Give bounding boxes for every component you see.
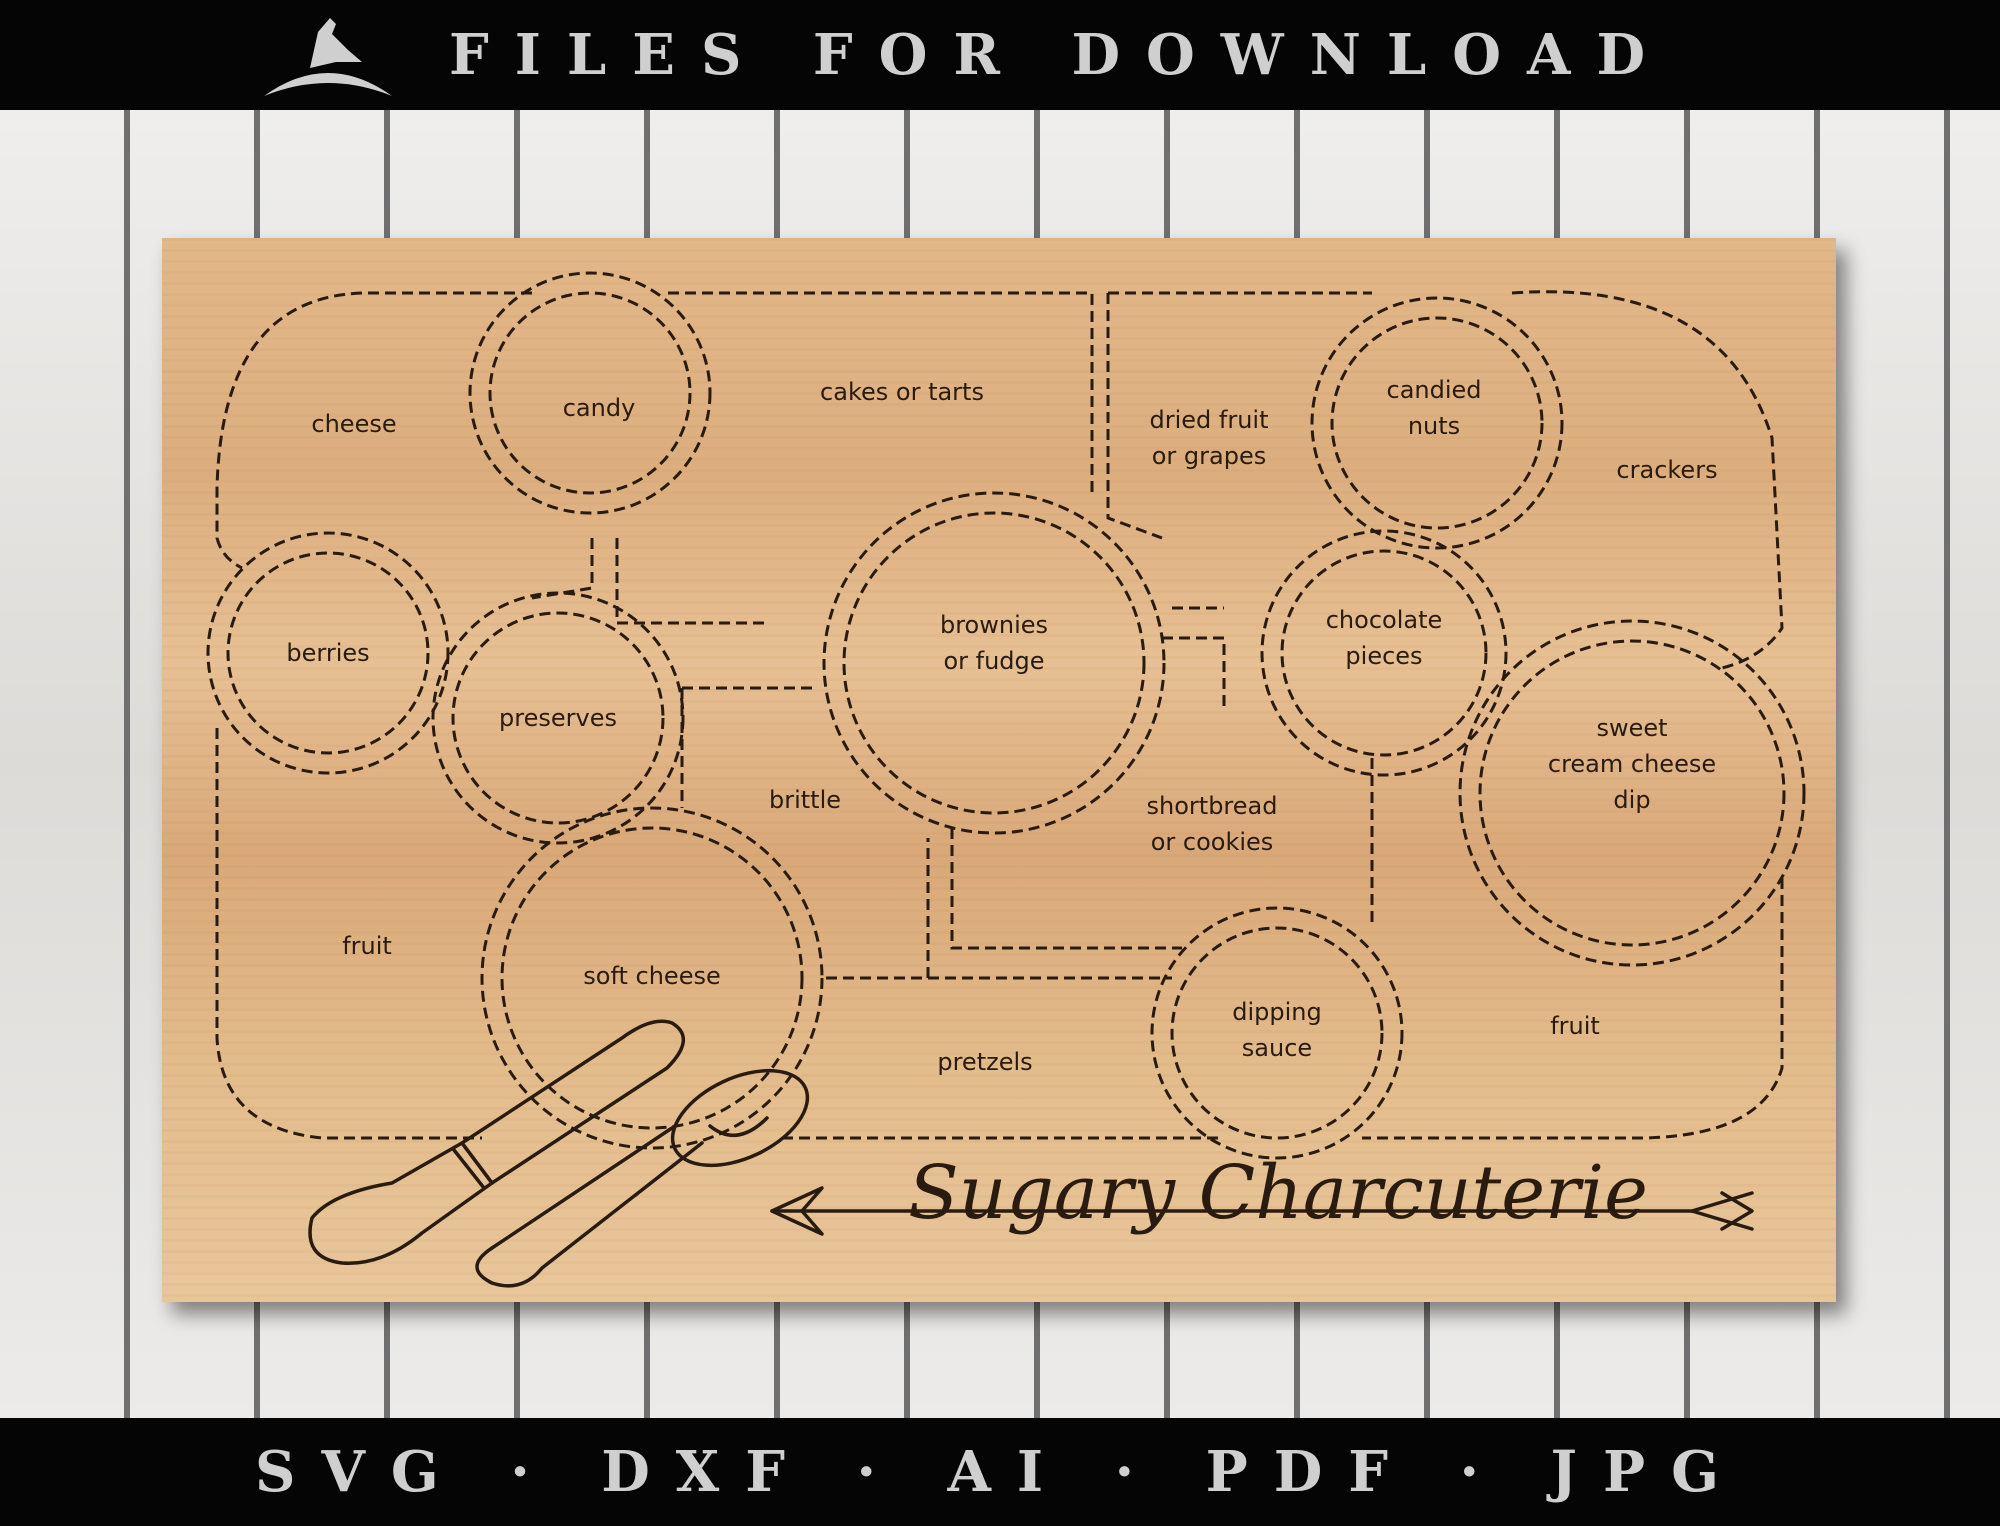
circle-candy [468, 271, 712, 515]
label-cakes-or-tarts: cakes or tarts [820, 378, 984, 406]
spoon-icon [475, 1068, 810, 1288]
circle-soft-cheese [480, 806, 824, 1150]
label-candy: candy [562, 394, 636, 422]
arrow-icon [770, 1186, 1754, 1236]
label-brittle: brittle [768, 786, 842, 814]
circle-chocolate [1260, 529, 1508, 777]
file-formats: SVG · DXF · AI · PDF · JPG [255, 1439, 1745, 1505]
label-dried-fruit: dried fruit or grapes [1149, 406, 1269, 470]
circle-dipping-sauce [1150, 906, 1404, 1160]
label-fruit-right: fruit [1550, 1012, 1600, 1040]
label-crackers: crackers [1616, 456, 1718, 484]
outline-cheese [215, 291, 532, 570]
knife-icon [308, 1019, 685, 1265]
label-fruit-left: fruit [342, 932, 392, 960]
outline-brittle [680, 686, 930, 980]
circle-preserves [431, 591, 685, 845]
outline-shortbread [950, 758, 1374, 950]
label-shortbread: shortbread or cookies [1146, 792, 1278, 856]
bird-on-arc-icon [264, 18, 392, 96]
label-preserves: preserves [499, 704, 617, 732]
outline-dried-fruit [1106, 291, 1372, 540]
label-soft-cheese: soft cheese [583, 962, 721, 990]
header-banner: FILES FOR DOWNLOAD [0, 0, 2000, 110]
outline-cakes [668, 291, 1094, 493]
board-title: Sugary Charcuterie [908, 1150, 1648, 1236]
circle-sweet-dip [1458, 619, 1806, 967]
outline-fruit-right [1362, 878, 1784, 1140]
outline-connector [531, 538, 768, 625]
footer-banner: SVG · DXF · AI · PDF · JPG [0, 1418, 2000, 1526]
circle-berries [206, 531, 450, 775]
header-title: FILES FOR DOWNLOAD [448, 22, 1672, 88]
label-dipping-sauce: dipping sauce [1232, 998, 1322, 1062]
circle-candied-nuts [1310, 296, 1564, 550]
label-sweet-dip: sweet cream cheese dip [1547, 714, 1717, 814]
circle-brownies [822, 491, 1166, 835]
label-candied-nuts: candied nuts [1386, 376, 1482, 440]
label-cheese: cheese [311, 410, 397, 438]
outline-crackers [1511, 290, 1784, 670]
label-brownies: brownies or fudge [939, 611, 1049, 675]
charcuterie-board: cheese candy cakes or tarts dried fruit … [162, 238, 1836, 1302]
label-pretzels: pretzels [937, 1048, 1033, 1076]
outline-center-link [1162, 606, 1226, 708]
label-chocolate: chocolate pieces [1325, 606, 1443, 670]
board-engraving [206, 271, 1806, 1288]
label-berries: berries [286, 639, 370, 667]
